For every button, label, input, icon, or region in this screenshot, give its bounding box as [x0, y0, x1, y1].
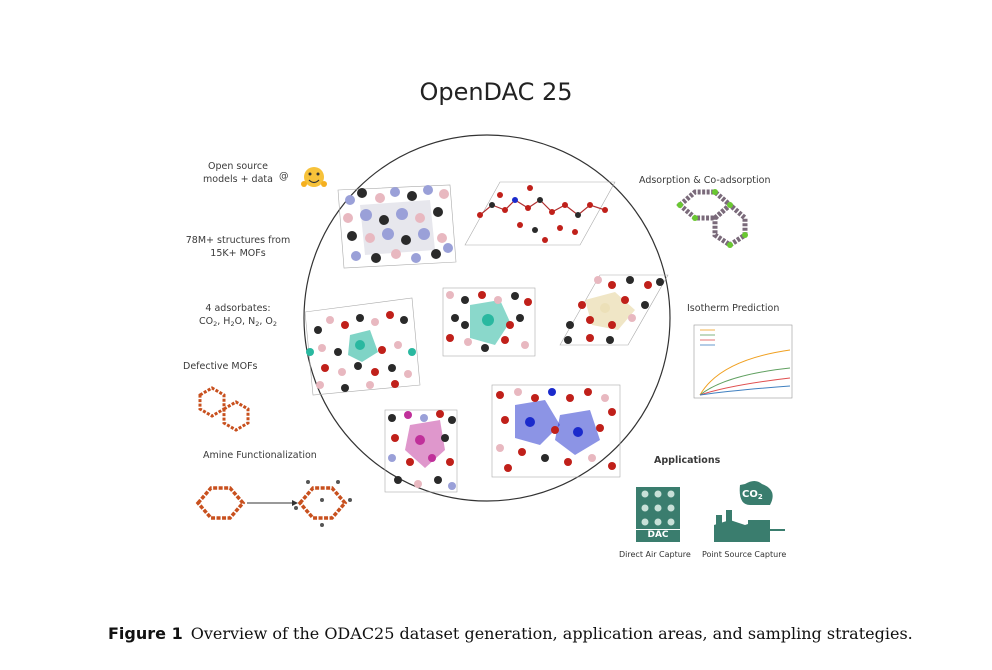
- applications-label: Applications: [654, 455, 721, 466]
- isotherm-chart-icon: [693, 324, 793, 399]
- structures-line1: 78M+ structures from: [185, 235, 291, 246]
- dac-badge: DAC: [647, 530, 669, 540]
- co2-badge: CO2: [742, 489, 763, 501]
- mof-structure-7: [491, 384, 621, 478]
- figure-title: OpenDAC 25: [419, 78, 573, 106]
- direct-air-label: Direct Air Capture: [619, 550, 691, 559]
- open-source-label: Open source models + data: [200, 160, 276, 186]
- open-source-line1: Open source: [208, 161, 268, 172]
- sub-2a: 2: [213, 320, 218, 328]
- co2-text: CO: [742, 489, 758, 500]
- formula-o-n: O, N: [234, 316, 256, 327]
- caption-label: Figure 1: [108, 624, 183, 643]
- co2-sub: 2: [757, 493, 763, 501]
- defective-mof-icon: [198, 386, 250, 432]
- adsorbates-formula: CO2, H2O, N2, O2: [186, 315, 290, 331]
- figure-caption: Figure 1 Overview of the ODAC25 dataset g…: [108, 624, 913, 643]
- adsorption-mof-icon: [676, 189, 748, 249]
- formula-co: CO: [198, 316, 214, 327]
- mof-structure-5: [559, 274, 669, 346]
- adsorbates-line1: 4 adsorbates:: [205, 303, 271, 314]
- amine-label: Amine Functionalization: [203, 450, 317, 461]
- sub-2b: 2: [230, 320, 235, 328]
- caption-text: Overview of the ODAC25 dataset generatio…: [190, 624, 913, 643]
- adsorbates-label: 4 adsorbates: CO2, H2O, N2, O2: [186, 302, 290, 331]
- mof-structure-2: [464, 181, 616, 246]
- defective-mofs-label: Defective MOFs: [183, 361, 258, 372]
- point-source-label: Point Source Capture: [702, 550, 787, 559]
- mof-structure-6: [384, 409, 458, 493]
- sub-2c: 2: [255, 320, 260, 328]
- dac-unit-icon: [636, 487, 680, 542]
- sub-2d: 2: [272, 320, 278, 328]
- structures-label: 78M+ structures from 15K+ MOFs: [176, 234, 300, 260]
- factory-icon: [714, 481, 785, 542]
- amine-ring-before-icon: [195, 486, 246, 520]
- adsorption-label: Adsorption & Co-adsorption: [639, 175, 771, 186]
- formula-h: , H: [217, 316, 231, 327]
- mof-structure-3: [304, 297, 421, 396]
- outline-circle: [303, 134, 671, 502]
- mof-structure-4: [442, 287, 536, 357]
- formula-o2: , O: [259, 316, 273, 327]
- hugging-face-icon: [301, 167, 327, 187]
- amine-ring-after-icon: [294, 480, 352, 527]
- open-source-line2: models + data: [203, 174, 273, 185]
- amine-arrow: [247, 500, 298, 506]
- mof-structure-1: [337, 184, 457, 269]
- at-sign: @: [279, 171, 289, 182]
- isotherm-label: Isotherm Prediction: [687, 303, 780, 314]
- structures-line2: 15K+ MOFs: [210, 248, 266, 259]
